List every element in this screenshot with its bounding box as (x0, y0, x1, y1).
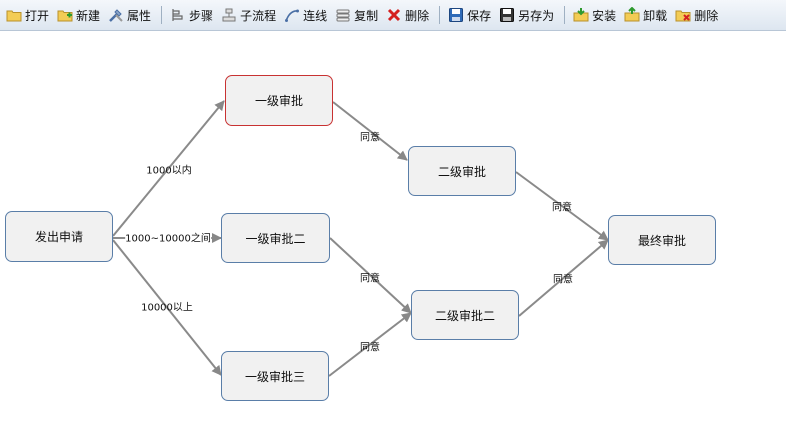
install-package-icon (573, 8, 589, 22)
node-level2-approval[interactable]: 二级审批 (408, 146, 516, 196)
node-level2-approval-2[interactable]: 二级审批二 (411, 290, 519, 340)
edge-l1c-l2b[interactable] (328, 312, 412, 377)
install-button[interactable]: 安装 (570, 4, 619, 26)
edge-start-l1c[interactable] (112, 239, 222, 376)
uninstall-package-icon (624, 7, 640, 22)
node-level1-approval[interactable]: 一级审批 (225, 75, 333, 126)
edge-label-agree: 同意 (360, 273, 380, 285)
delete-button[interactable]: 删除 (383, 4, 432, 26)
step-button[interactable]: 步骤 (167, 4, 216, 26)
save-disk-icon (449, 8, 464, 22)
edge-l1b-l2b[interactable] (329, 237, 412, 314)
edge-label-10000-above: 10000以上 (141, 302, 193, 314)
node-submit-request[interactable]: 发出申请 (5, 211, 113, 262)
copy-button[interactable]: 复制 (332, 4, 381, 26)
tools-icon (109, 9, 123, 22)
connect-line-icon (285, 9, 300, 22)
edge-label-1000-10000: 1000~10000之间 (125, 229, 211, 245)
connect-button[interactable]: 连线 (281, 4, 330, 26)
remove-folder-icon (675, 10, 691, 22)
node-level1-approval-3[interactable]: 一级审批三 (221, 351, 329, 401)
delete-x-icon (388, 8, 401, 22)
edge-start-l1a[interactable] (112, 100, 225, 237)
step-icon (172, 9, 183, 21)
edge-l2b-final[interactable] (518, 239, 609, 317)
toolbar-separator (161, 6, 163, 24)
remove-button[interactable]: 删除 (672, 4, 721, 26)
save-as-button[interactable]: 另存为 (496, 4, 557, 26)
edge-l1a-l2a[interactable] (332, 101, 408, 161)
edge-l2a-final[interactable] (515, 171, 609, 241)
node-level1-approval-2[interactable]: 一级审批二 (221, 213, 330, 263)
toolbar-separator (439, 6, 441, 24)
open-button[interactable]: 打开 (3, 4, 52, 26)
edge-label-agree: 同意 (553, 274, 573, 286)
subprocess-icon (222, 8, 236, 22)
subprocess-button[interactable]: 子流程 (218, 4, 279, 26)
toolbar: 打开 新建 属性 步骤 子流程 连线 复制 删除 保存 另存为 安装 (0, 0, 786, 31)
edge-label-1000-within: 1000以内 (146, 165, 192, 177)
copy-icon (336, 9, 350, 22)
edges-layer (112, 100, 609, 377)
edge-label-agree: 同意 (360, 132, 380, 144)
toolbar-separator (564, 6, 566, 24)
save-as-disk-icon (500, 8, 515, 22)
flow-canvas[interactable]: 1000以内 1000~10000之间 10000以上 同意 同意 同意 同意 … (0, 32, 786, 430)
node-final-approval[interactable]: 最终审批 (608, 215, 716, 265)
uninstall-button[interactable]: 卸载 (621, 4, 670, 26)
folder-icon (6, 10, 22, 22)
edge-label-agree: 同意 (360, 342, 380, 354)
properties-button[interactable]: 属性 (105, 4, 154, 26)
new-folder-icon (57, 10, 73, 22)
save-button[interactable]: 保存 (445, 4, 494, 26)
edge-label-agree: 同意 (552, 202, 572, 214)
new-button[interactable]: 新建 (54, 4, 103, 26)
